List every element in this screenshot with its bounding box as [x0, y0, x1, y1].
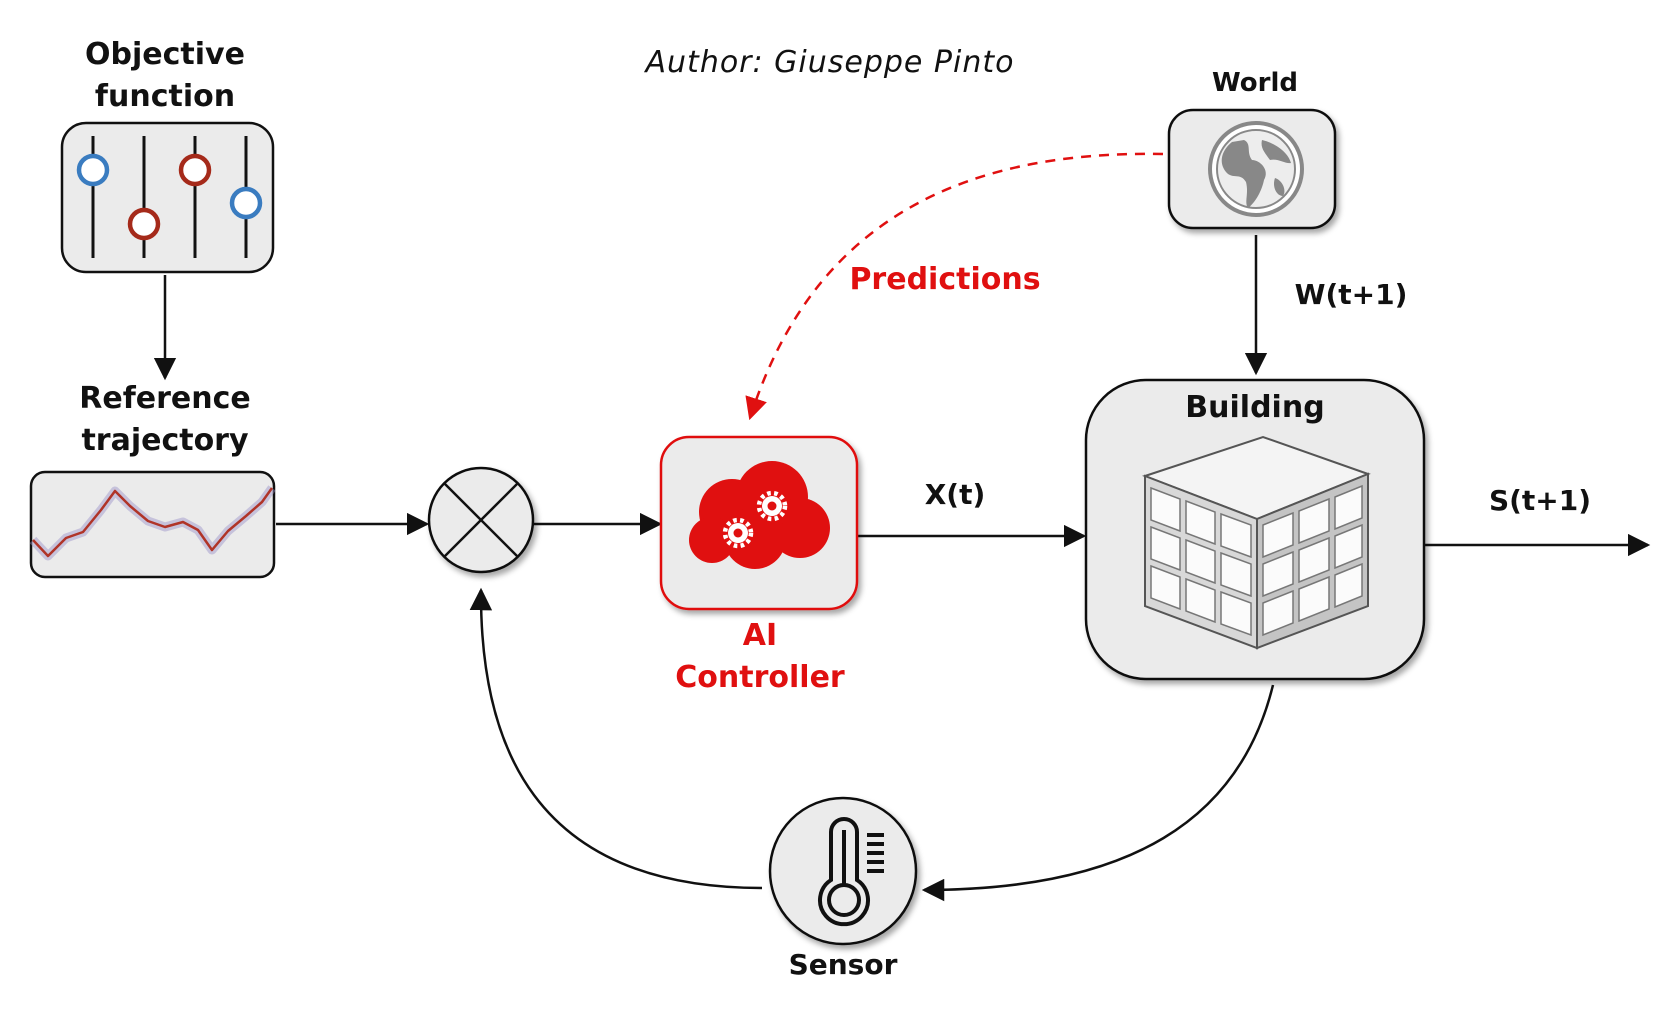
summing-junction-icon: [427, 466, 535, 574]
thermometer-icon: [818, 817, 884, 927]
controller-label-line2: Controller: [675, 660, 845, 695]
objective-label: Objective function: [55, 34, 275, 118]
edge-building-to-sensor: [921, 684, 1275, 902]
objective-label-line2: function: [94, 79, 236, 114]
control-action-label: X(t): [924, 478, 986, 511]
reference-label-line1: Reference: [79, 381, 251, 416]
building-label: Building: [1185, 390, 1325, 425]
reference-node: [29, 470, 276, 579]
edge-predictions: [745, 152, 1164, 421]
reference-label: Reference trajectory: [50, 378, 280, 462]
slider-controls-icon: [76, 136, 263, 258]
state-output-label: S(t+1): [1488, 484, 1592, 517]
building-cube-icon: [1142, 435, 1371, 650]
edge-sensor-to-comparator: [469, 587, 763, 890]
reference-label-line2: trajectory: [81, 423, 249, 458]
building-node: [1084, 378, 1426, 681]
predictions-label: Predictions: [849, 262, 1041, 297]
objective-label-line1: Objective: [85, 37, 245, 72]
weather-label: W(t+1): [1294, 278, 1408, 311]
objective-node: [60, 121, 275, 274]
sensor-node: [768, 796, 918, 946]
author-credit: Author: Giuseppe Pinto: [645, 45, 1015, 80]
controller-label: AI Controller: [650, 615, 870, 699]
brain-gears-icon: [689, 461, 830, 569]
world-node: [1167, 108, 1337, 230]
controller-label-line1: AI: [742, 618, 778, 653]
controller-node: [659, 435, 859, 611]
globe-icon: [1208, 121, 1304, 217]
sensor-label: Sensor: [788, 948, 898, 981]
line-chart-icon: [29, 485, 276, 561]
world-label: World: [1212, 68, 1298, 98]
